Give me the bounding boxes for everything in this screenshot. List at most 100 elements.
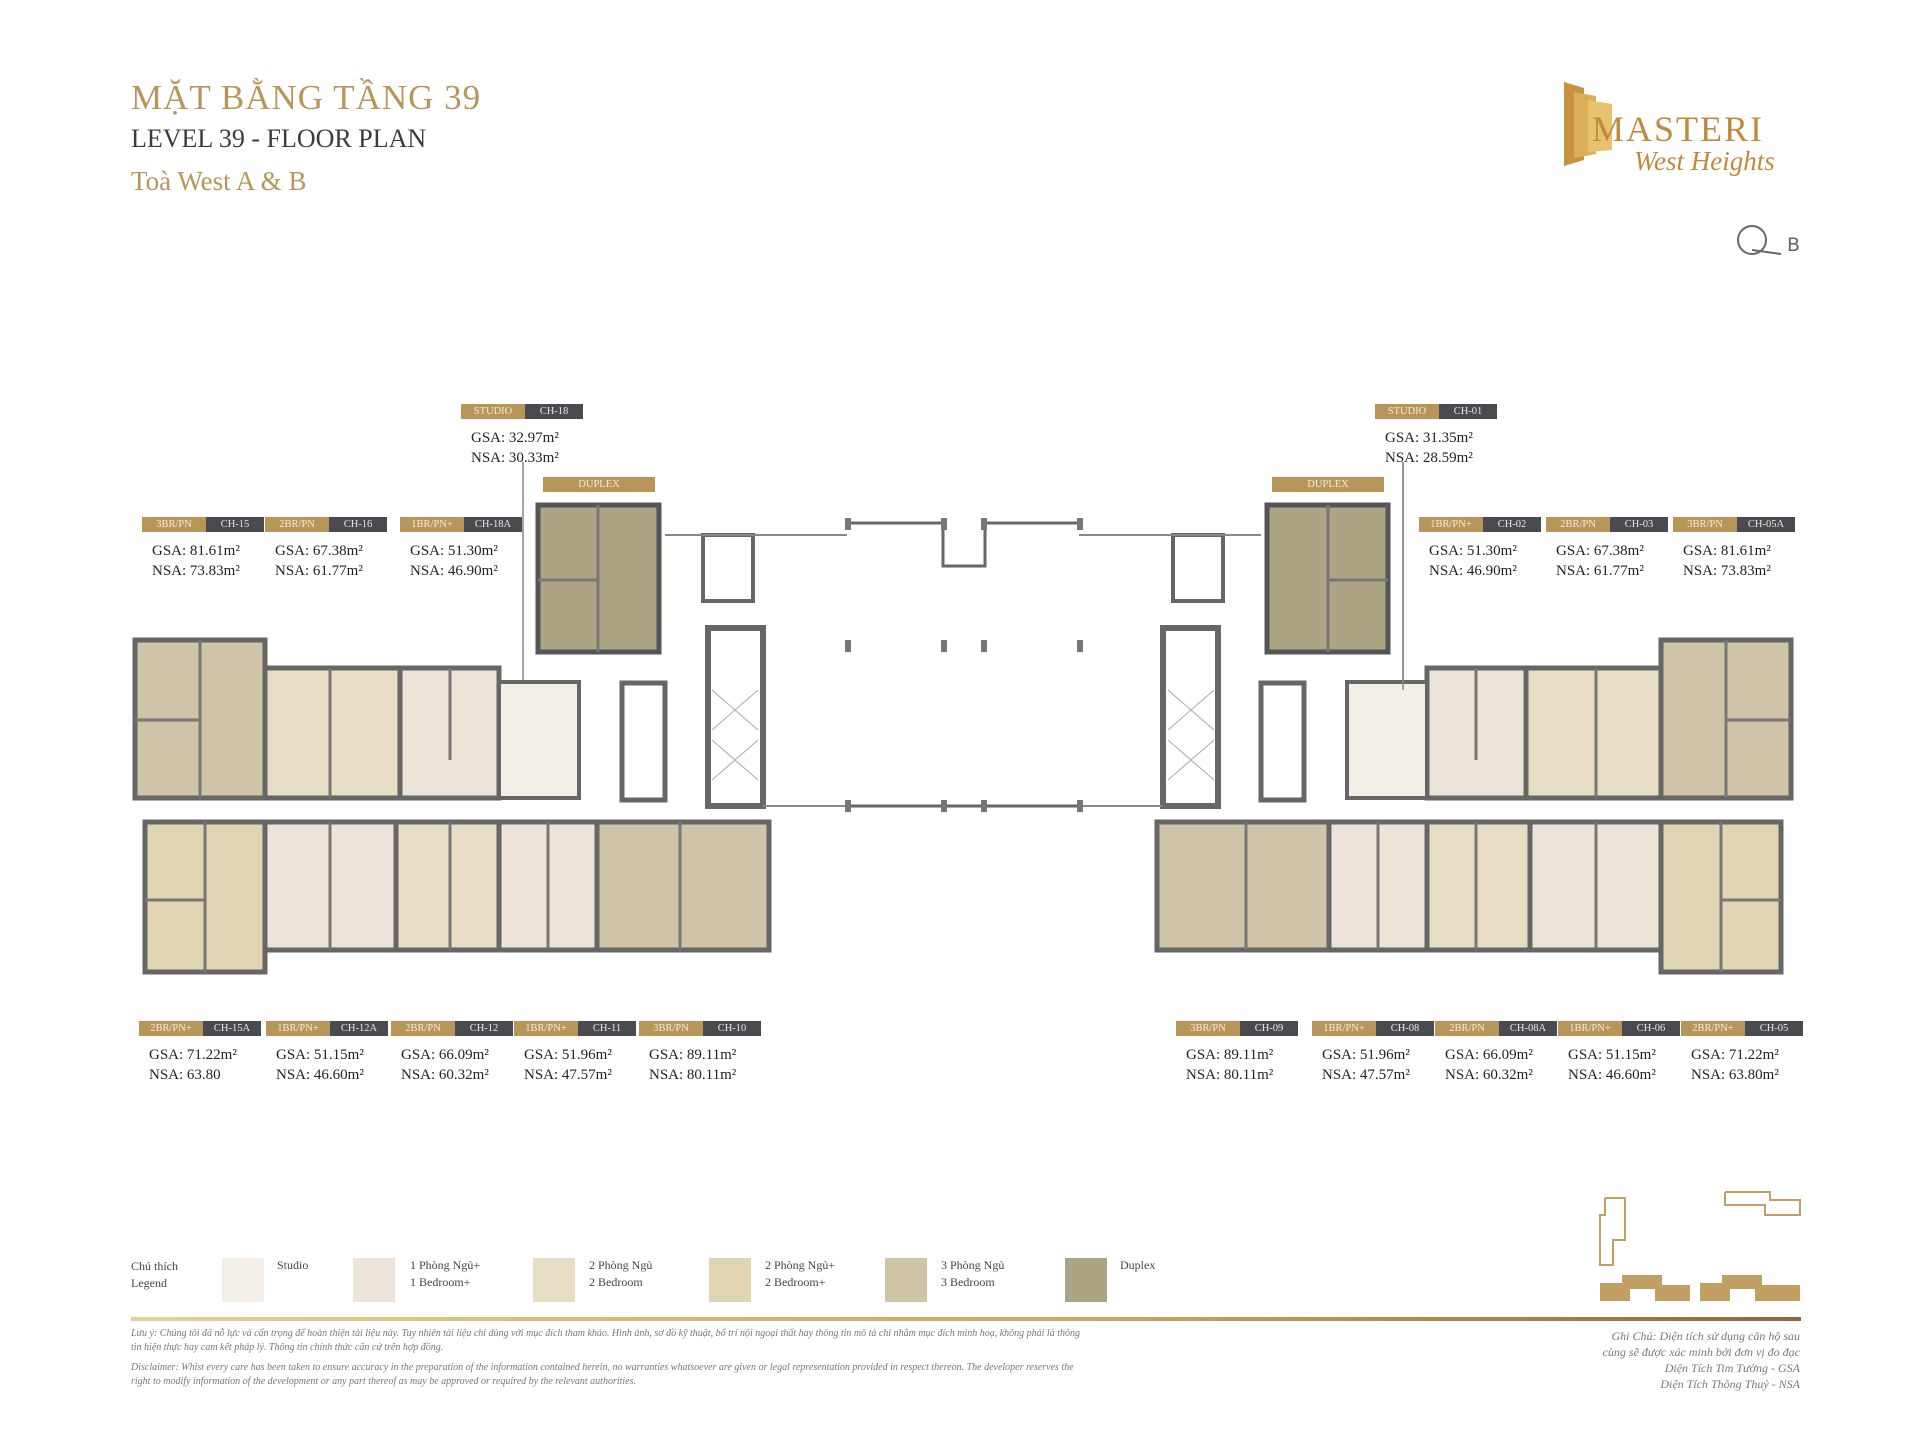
wing-left — [135, 462, 847, 972]
duplex-tag-right: DUPLEX — [1272, 477, 1384, 492]
page-title-en: LEVEL 39 - FLOOR PLAN — [131, 124, 427, 153]
unit-area: GSA: 66.09m² NSA: 60.32m² — [401, 1045, 489, 1085]
unit-area: GSA: 66.09m² NSA: 60.32m² — [1445, 1045, 1533, 1085]
legend-title-vi: Chú thích — [131, 1259, 178, 1273]
gsa-value: GSA: 81.61m² — [1683, 543, 1771, 559]
nsa-value: NSA: 30.33m² — [471, 450, 559, 466]
unit-id: CH-09 — [1240, 1021, 1298, 1036]
unit-type: 1BR/PN+ — [1558, 1021, 1622, 1036]
unit-tag: 1BR/PN+CH-02 — [1419, 517, 1541, 532]
gsa-value: GSA: 51.96m² — [1322, 1047, 1410, 1063]
unit-tag: 1BR/PN+CH-12A — [266, 1021, 388, 1036]
gsa-value: GSA: 89.11m² — [649, 1047, 737, 1063]
unit-id: CH-15A — [203, 1021, 261, 1036]
legend-label: 2 Bedroom — [589, 1275, 643, 1289]
unit-id: CH-10 — [703, 1021, 761, 1036]
unit-id: CH-05 — [1745, 1021, 1803, 1036]
gsa-value: GSA: 67.38m² — [275, 543, 363, 559]
unit-area: GSA: 51.96m² NSA: 47.57m² — [1322, 1045, 1410, 1085]
unit-type: 3BR/PN — [639, 1021, 703, 1036]
nsa-value: NSA: 28.59m² — [1385, 450, 1473, 466]
unit-id: CH-06 — [1622, 1021, 1680, 1036]
unit-id: CH-03 — [1610, 517, 1668, 532]
legend-label: 2 Phòng Ngủ — [589, 1258, 653, 1272]
unit-type: 2BR/PN — [1435, 1021, 1499, 1036]
legend-label: 3 Phòng Ngủ — [941, 1258, 1005, 1272]
nsa-value: NSA: 80.11m² — [1186, 1067, 1274, 1083]
unit-id: CH-08 — [1376, 1021, 1434, 1036]
nsa-value: NSA: 46.90m² — [1429, 563, 1517, 579]
legend-label: 3 Bedroom — [941, 1275, 995, 1289]
wing-right — [1079, 462, 1791, 972]
legend-swatch-studio — [222, 1258, 264, 1302]
legend-label: Duplex — [1120, 1258, 1156, 1272]
unit-id: CH-01 — [1439, 404, 1497, 419]
legend-swatch-2br-plus — [709, 1258, 751, 1302]
nsa-value: NSA: 60.32m² — [401, 1067, 489, 1083]
nsa-note: Diện Tích Thông Thuỷ - NSA — [1660, 1377, 1800, 1391]
legend-label: 2 Phòng Ngủ+ — [765, 1258, 836, 1272]
unit-id: CH-12 — [455, 1021, 513, 1036]
legend-title: Chú thích Legend — [131, 1258, 178, 1292]
gsa-value: GSA: 32.97m² — [471, 430, 559, 446]
legend-label: 1 Phòng Ngủ+ — [410, 1258, 481, 1272]
unit-tag: 1BR/PN+CH-08 — [1312, 1021, 1434, 1036]
logo-brand: MASTERI — [1592, 109, 1765, 149]
nsa-value: NSA: 73.83m² — [1683, 563, 1771, 579]
unit-id: CH-02 — [1483, 517, 1541, 532]
logo-mark-icon — [1564, 82, 1612, 166]
gsa-note: Diện Tích Tim Tường - GSA — [1664, 1361, 1800, 1375]
page-title-vi: MẶT BẰNG TẦNG 39 — [131, 78, 482, 117]
unit-id: CH-18 — [525, 404, 583, 419]
unit-area: GSA: 89.11m² NSA: 80.11m² — [1186, 1045, 1273, 1085]
unit-tag: 1BR/PN+CH-06 — [1558, 1021, 1680, 1036]
unit-type: 1BR/PN+ — [514, 1021, 578, 1036]
unit-id: CH-08A — [1499, 1021, 1557, 1036]
unit-type: 3BR/PN — [1176, 1021, 1240, 1036]
unit-type: 1BR/PN+ — [1419, 517, 1483, 532]
unit-type: 2BR/PN — [1546, 517, 1610, 532]
gsa-value: GSA: 66.09m² — [401, 1047, 489, 1063]
note-line: Ghi Chú: Diện tích sử dụng căn hộ sau — [1611, 1329, 1800, 1343]
gsa-value: GSA: 89.11m² — [1186, 1047, 1274, 1063]
unit-area: GSA: 81.61m² NSA: 73.83m² — [1683, 541, 1771, 581]
nsa-value: NSA: 47.57m² — [1322, 1067, 1410, 1083]
gsa-value: GSA: 71.22m² — [149, 1047, 237, 1063]
legend-swatch-2br — [533, 1258, 575, 1302]
duplex-tag-left: DUPLEX — [543, 477, 655, 492]
gsa-value: GSA: 51.96m² — [524, 1047, 612, 1063]
unit-type: 2BR/PN+ — [1681, 1021, 1745, 1036]
nsa-value: NSA: 73.83m² — [152, 563, 240, 579]
unit-type: 3BR/PN — [1673, 517, 1737, 532]
unit-tag: 2BR/PN+CH-15A — [139, 1021, 261, 1036]
nsa-value: NSA: 60.32m² — [1445, 1067, 1533, 1083]
gsa-value: GSA: 67.38m² — [1556, 543, 1644, 559]
gsa-value: GSA: 66.09m² — [1445, 1047, 1533, 1063]
unit-tag: 1BR/PN+CH-11 — [514, 1021, 636, 1036]
compass-label: B — [1787, 234, 1801, 256]
columns — [845, 518, 1083, 812]
compass-icon — [1737, 225, 1782, 255]
unit-id: CH-05A — [1737, 517, 1795, 532]
footer-divider — [131, 1317, 1801, 1321]
unit-id: CH-18A — [464, 517, 522, 532]
unit-id: CH-12A — [330, 1021, 388, 1036]
unit-type: 2BR/PN — [265, 517, 329, 532]
building-subtitle: Toà West A & B — [131, 166, 307, 196]
